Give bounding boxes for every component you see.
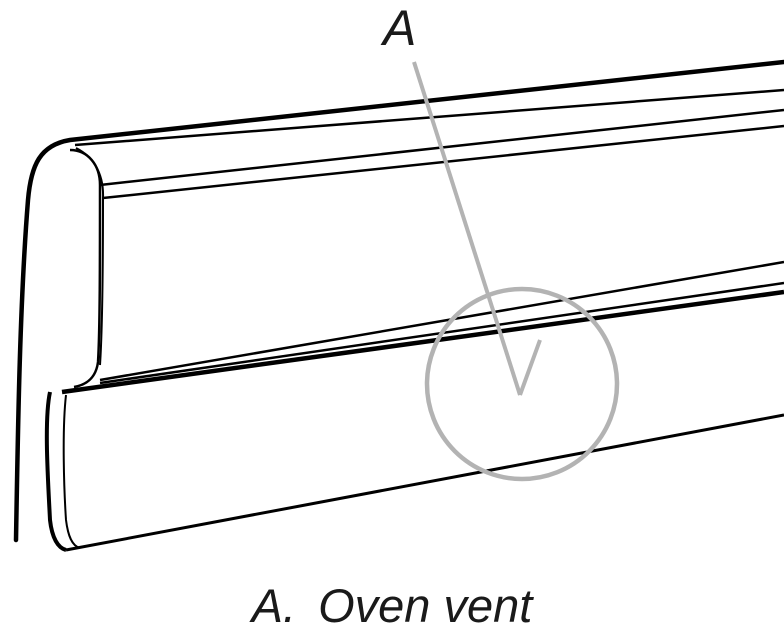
middle-trim-line-3: [61, 289, 784, 395]
figure-caption: A. Oven vent: [0, 578, 784, 633]
lower-panel-bottom-edge: [65, 413, 784, 552]
lower-panel-left-edge: [44, 391, 67, 552]
callout-circle: [424, 286, 620, 482]
upper-trim-line-3: [102, 124, 784, 200]
callout-leader-line: [412, 61, 522, 396]
panel-end-cap: [69, 148, 102, 389]
outer-edge-line: [13, 59, 784, 543]
upper-trim-line-1: [74, 88, 784, 147]
lower-panel-inner-edge: [62, 394, 81, 549]
middle-trim-line-1: [99, 260, 784, 382]
panel-end-cap-inner: [75, 147, 105, 366]
callout-arrow-tip: [518, 339, 542, 396]
callout-label: A: [380, 0, 416, 56]
caption-text: Oven vent: [318, 579, 533, 632]
caption-letter: A.: [251, 579, 297, 632]
